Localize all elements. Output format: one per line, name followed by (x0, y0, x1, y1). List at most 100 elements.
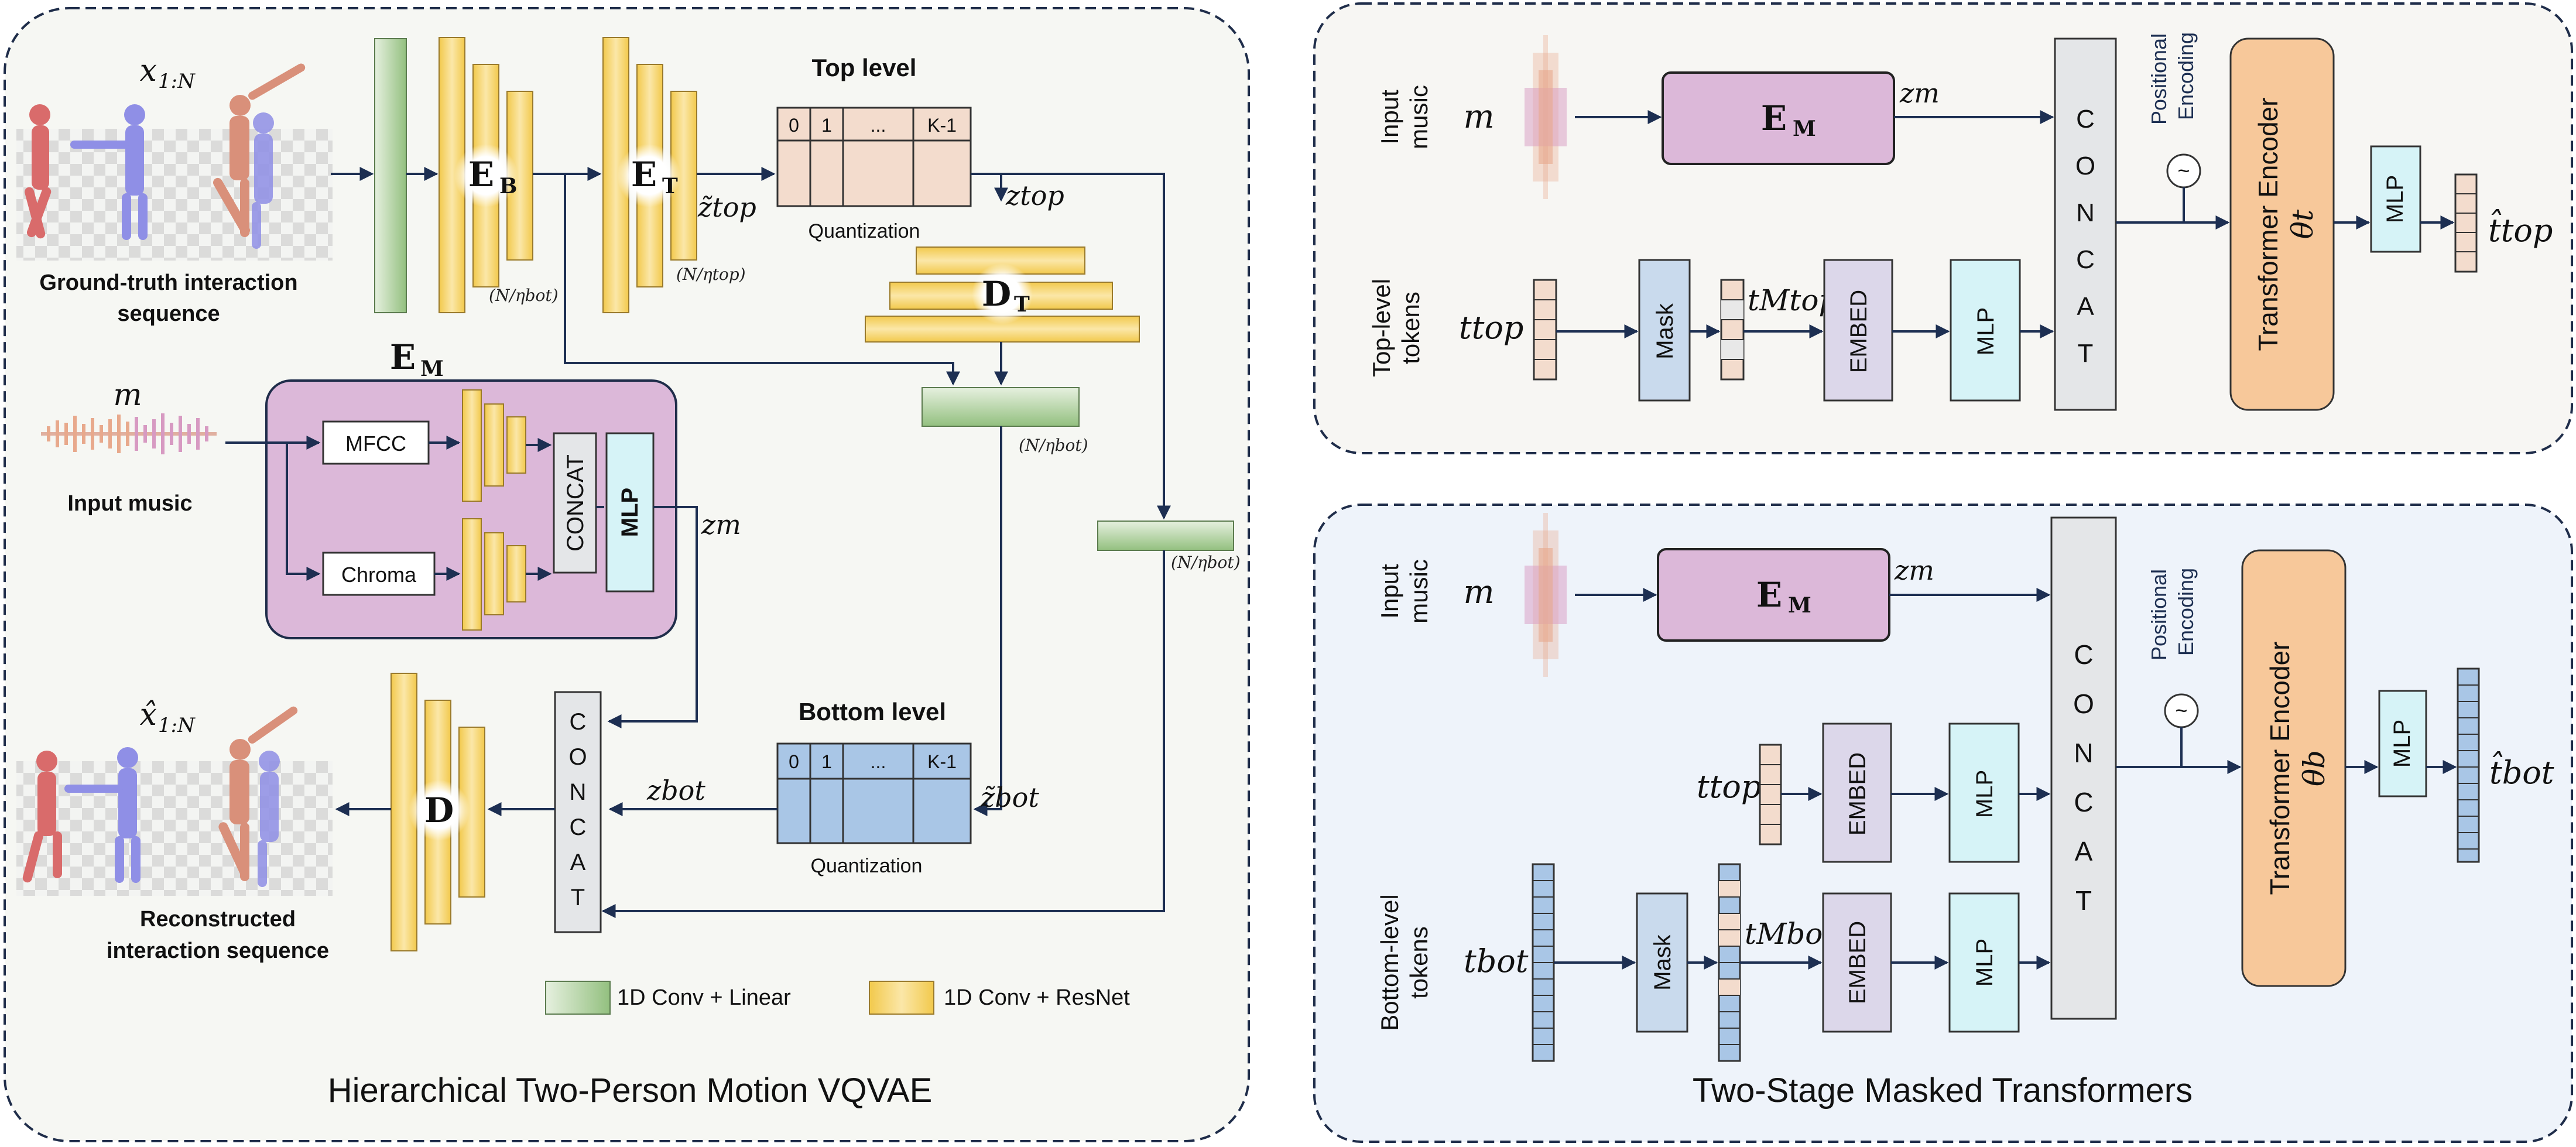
z-top-tilde: z̃top (697, 191, 756, 223)
tr-z-m: zm (1899, 77, 1940, 109)
br-tokens-label-2: tokens (1405, 926, 1433, 999)
tr-theta: θt (2286, 209, 2320, 239)
br-mask-label: Mask (1650, 934, 1676, 991)
br-masked-token-column (1718, 863, 1741, 1062)
dec-main-label: D (424, 790, 454, 830)
codebook-bot-3: K-1 (927, 751, 957, 772)
main-concat-o: O (568, 744, 587, 770)
dec-top-sub: T (1014, 292, 1030, 317)
br-output-label: t̂bot (2489, 751, 2554, 791)
gt-math-sub: 1:N (158, 70, 196, 93)
br-top-token-column (1759, 744, 1782, 845)
main-concat-c2: C (570, 814, 587, 840)
quantization-top: Quantization (809, 220, 920, 242)
br-t-top: ttop (1697, 768, 1761, 805)
br-concat-t: T (2075, 885, 2092, 916)
tr-waveform (1525, 35, 1567, 199)
conv-linear-mid (922, 387, 1080, 427)
br-enc-label: E (1756, 575, 1782, 615)
rate-top: (N/ηtop) (676, 265, 746, 284)
tr-t-top: ttop (1459, 309, 1523, 346)
z-bot: zbot (646, 775, 705, 806)
gt-caption-line1: Ground-truth interaction (39, 271, 297, 295)
codebook-top-1: 1 (821, 115, 832, 136)
br-embed-top-label: EMBED (1845, 752, 1871, 836)
tr-enc-label: E (1761, 98, 1787, 138)
br-input-label-1: Input (1376, 564, 1403, 619)
br-embed-top-box (1822, 723, 1892, 863)
reconstructed-image (16, 706, 333, 896)
br-input-label-2: music (1405, 559, 1433, 624)
br-tilde: ~ (2175, 699, 2187, 723)
tr-transformer-label: Transformer Encoder (2253, 98, 2283, 351)
br-mlp-bot-label: MLP (1972, 939, 1998, 987)
legend-yellow-swatch (869, 981, 934, 1015)
br-concat-c2: C (2074, 787, 2093, 817)
conv-linear-right (1097, 521, 1234, 551)
tr-pos-enc-2: Encoding (2174, 32, 2198, 120)
z-top: ztop (1005, 180, 1064, 211)
bottom-level-label: Bottom level (799, 698, 946, 725)
main-concat-box (554, 691, 602, 933)
tr-output-label: t̂top (2488, 208, 2553, 249)
tr-enc-sub: M (1793, 117, 1816, 141)
codebook-bot-2: ... (871, 751, 886, 772)
codebook-top-0: 0 (789, 115, 799, 136)
music-waveform (41, 413, 217, 454)
enc-top-label: E (631, 155, 657, 194)
recon-math-sub: 1:N (158, 714, 196, 737)
tr-mask-label: Mask (1652, 303, 1678, 359)
enc-music-label: E (390, 337, 416, 377)
br-pos-enc-1: Positional (2147, 569, 2171, 660)
bottom-codebook: 0 1 ... K-1 (776, 742, 972, 844)
top-decoder: D T (865, 246, 1140, 343)
tr-transformer-box (2229, 37, 2335, 411)
recon-math: x̂ (140, 697, 157, 732)
gt-caption-line2: sequence (117, 302, 220, 326)
chroma-box (322, 552, 436, 596)
br-pos-enc-2: Encoding (2174, 568, 2198, 656)
quantization-bot: Quantization (811, 855, 923, 877)
tr-tokens-label-2: tokens (1397, 292, 1424, 364)
br-music-var: m (1463, 573, 1494, 611)
main-concat-c1: C (570, 709, 587, 735)
tr-input-label-2: music (1405, 85, 1433, 149)
music-mlp-box (605, 432, 655, 593)
br-output-column (2457, 667, 2480, 863)
br-mlp-top-label: MLP (1972, 770, 1998, 818)
vqvae-panel: x 1:N Ground-truth interaction sequence … (4, 7, 1250, 1142)
br-transformer-label: Transformer Encoder (2265, 642, 2295, 895)
tr-mlp1-box (1950, 259, 2021, 402)
bottom-transformer-panel: Input music m E M zm ttop EMBED MLP Bot (1313, 504, 2573, 1143)
legend-green-label: 1D Conv + Linear (617, 985, 791, 1010)
br-tokens-label-1: Bottom-level (1376, 894, 1403, 1030)
music-mlp-label: MLP (617, 488, 643, 537)
enc-bottom-sub: B (499, 174, 517, 198)
br-mask-box (1636, 892, 1688, 1033)
tr-output-column (2454, 173, 2478, 273)
codebook-top-2: ... (871, 115, 886, 136)
tr-tokens-label-1: Top-level (1368, 279, 1395, 377)
z-m: zm (701, 509, 741, 540)
br-embed-bot-box (1822, 892, 1892, 1033)
conv-linear-block (374, 38, 407, 313)
tr-concat-c2: C (2076, 245, 2095, 274)
tr-t-top-masked: tMtop (1748, 283, 1838, 317)
main-concat-n: N (570, 779, 587, 805)
tr-music-var: m (1463, 98, 1494, 136)
tr-embed-label: EMBED (1846, 290, 1872, 373)
mfcc-label: MFCC (345, 432, 406, 456)
tr-input-label-1: Input (1376, 90, 1403, 145)
tr-mlp2-box (2370, 145, 2421, 253)
legend-green-swatch (545, 981, 611, 1015)
tr-mlp1-label: MLP (1973, 307, 1999, 355)
tr-concat-box (2054, 37, 2117, 411)
codebook-top-3: K-1 (927, 115, 957, 136)
mfcc-box (322, 420, 430, 465)
input-music-label: Input music (67, 491, 192, 516)
gt-math: x (140, 53, 157, 88)
codebook-bot-0: 0 (789, 751, 799, 772)
br-concat-n: N (2074, 738, 2093, 768)
br-z-m: zm (1894, 554, 1934, 586)
br-mlp2-box (2378, 690, 2427, 797)
